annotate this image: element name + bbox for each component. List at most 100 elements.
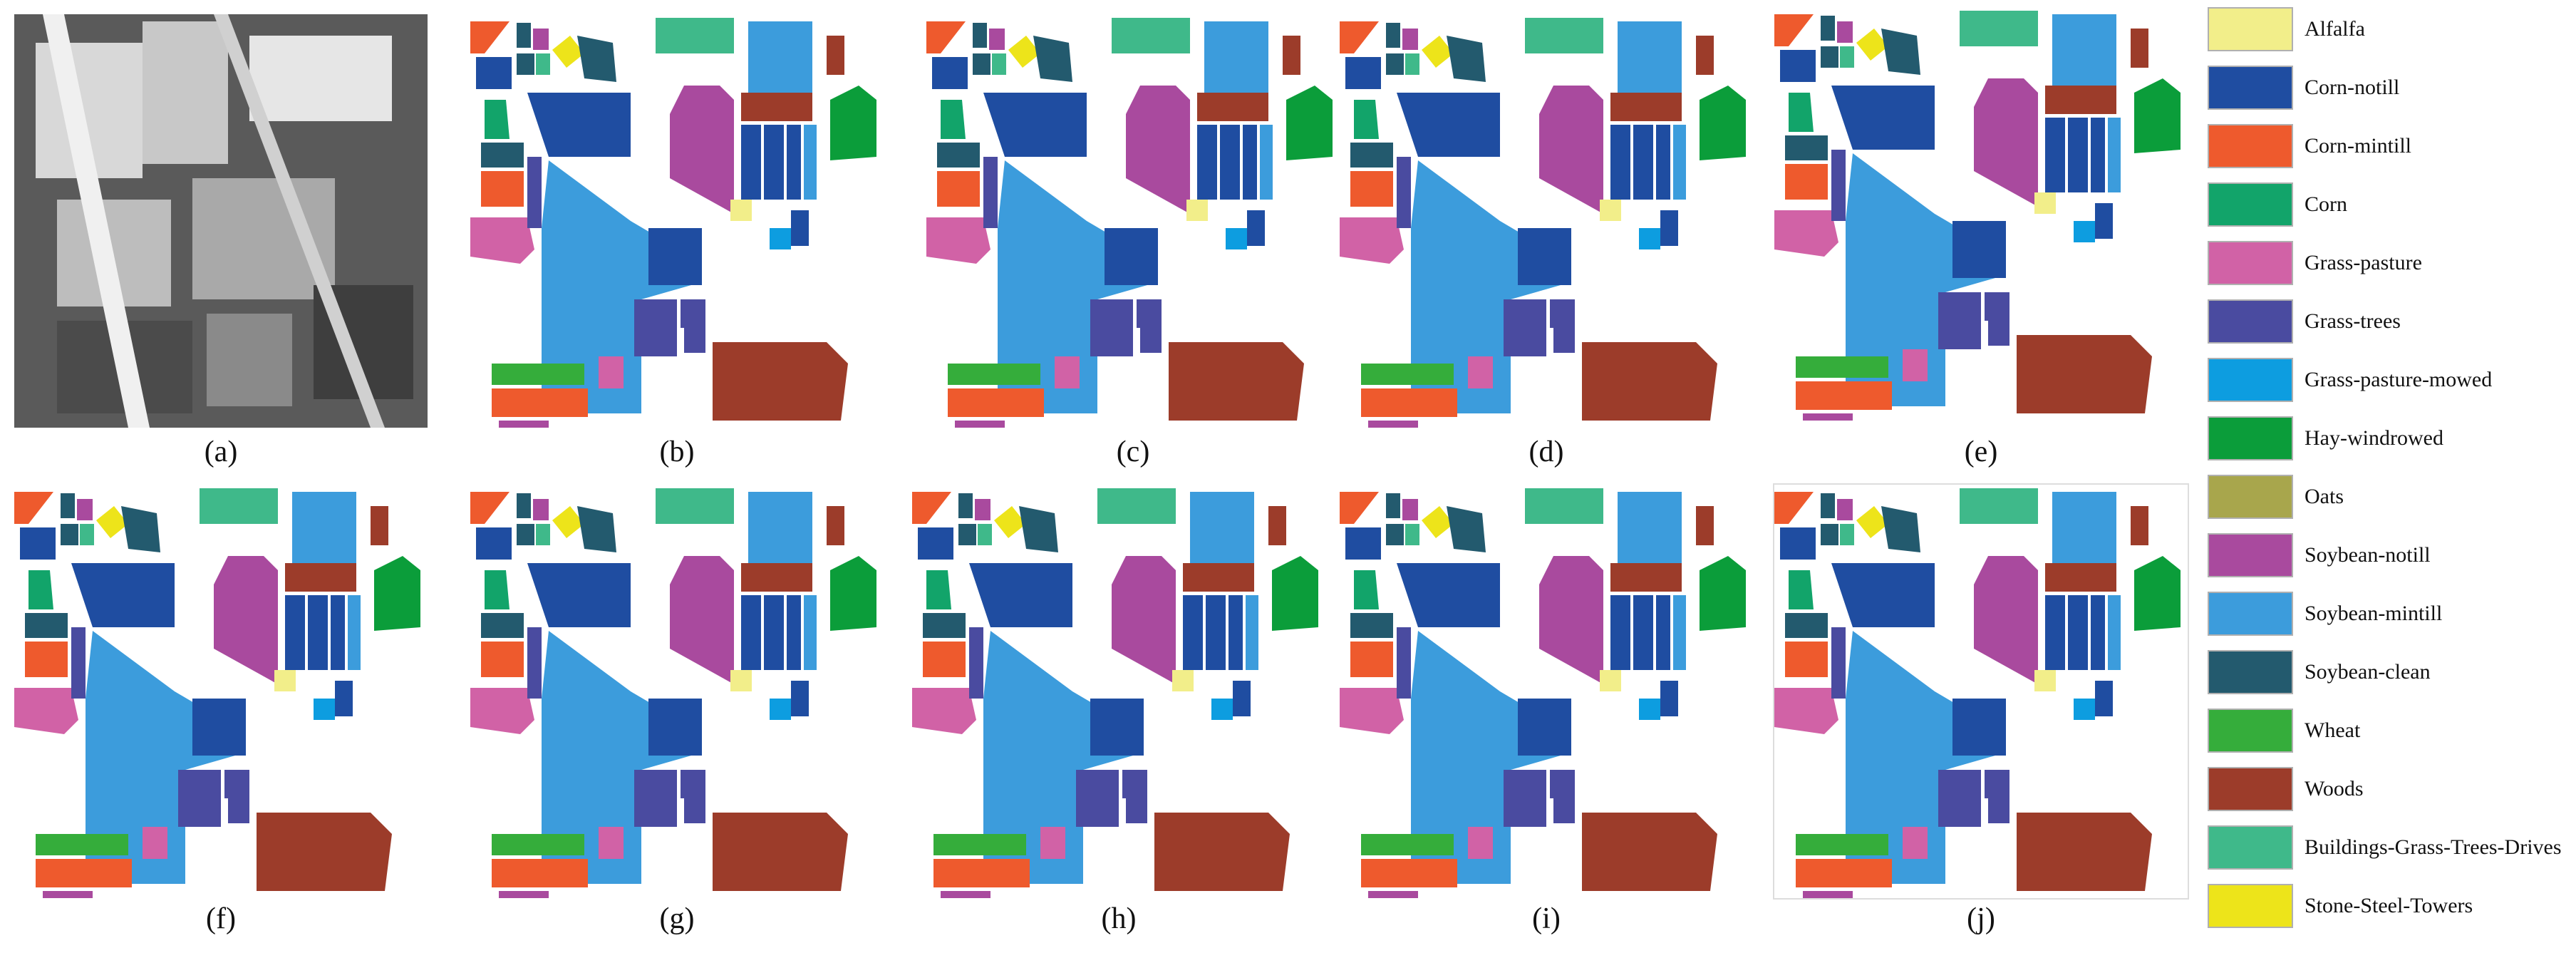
map-region <box>1345 57 1381 89</box>
map-region <box>485 570 509 609</box>
map-region <box>741 93 812 121</box>
map-region <box>983 157 998 228</box>
map-region <box>730 200 752 221</box>
aerial-image <box>14 14 428 428</box>
map-region <box>470 21 509 53</box>
panel-a-aerial-image <box>14 14 428 428</box>
map-region <box>1197 125 1217 200</box>
legend-item-soybean-mintill: Soybean-mintill <box>2208 592 2571 637</box>
legend-label: Wheat <box>2305 718 2361 742</box>
map-region <box>994 506 1026 538</box>
map-region <box>1361 364 1454 385</box>
map-region <box>933 859 1030 887</box>
map-region <box>2108 595 2121 670</box>
map-region <box>2074 221 2095 242</box>
legend-label: Soybean-notill <box>2305 543 2431 567</box>
map-region <box>2108 118 2121 192</box>
map-region <box>314 699 335 720</box>
map-region <box>1840 46 1854 68</box>
legend-swatch <box>2208 416 2293 460</box>
map-region <box>527 627 542 699</box>
map-region <box>748 492 812 563</box>
map-region <box>634 299 677 356</box>
map-region <box>1952 699 2006 756</box>
map-region <box>791 681 809 716</box>
map-region <box>1539 556 1603 684</box>
map-region <box>1903 349 1928 381</box>
map-region <box>1402 499 1418 520</box>
map-region <box>29 570 53 609</box>
map-region <box>292 492 356 563</box>
legend-item-grass-pasture: Grass-pasture <box>2208 241 2571 287</box>
map-region <box>1600 200 1621 221</box>
map-region <box>684 784 705 823</box>
map-region <box>1774 688 1838 734</box>
panel-e-classification-map <box>1774 7 2188 421</box>
map-region <box>1673 595 1686 670</box>
map-region <box>926 21 966 53</box>
map-region <box>1411 631 1561 884</box>
map-region <box>1361 834 1454 855</box>
map-region <box>335 681 353 716</box>
map-region <box>1350 171 1393 207</box>
map-region <box>1660 681 1678 716</box>
legend-item-corn: Corn <box>2208 182 2571 228</box>
map-region <box>1169 342 1304 421</box>
legend-label: Grass-pasture <box>2305 251 2422 274</box>
map-region <box>481 143 524 168</box>
legend-label: Buildings-Grass-Trees-Drives <box>2305 835 2562 859</box>
map-region <box>1368 891 1418 898</box>
map-region <box>492 834 584 855</box>
map-region <box>730 670 752 691</box>
map-region <box>923 642 966 677</box>
map-region <box>1247 210 1265 246</box>
map-region <box>648 699 702 756</box>
map-region <box>1112 556 1176 684</box>
map-region <box>331 595 345 670</box>
map-region <box>1785 135 1828 160</box>
map-region <box>1831 627 1846 699</box>
map-region <box>1340 688 1404 734</box>
map-region <box>1780 527 1816 560</box>
map-region <box>1097 488 1176 524</box>
map-region <box>969 627 983 699</box>
map-region <box>80 524 94 545</box>
map-region <box>25 642 68 677</box>
panel-j-classification-map <box>1773 483 2189 900</box>
map-region <box>969 563 1072 627</box>
map-region <box>1386 524 1404 545</box>
legend-label: Woods <box>2305 777 2364 800</box>
map-region <box>998 160 1147 413</box>
map-region <box>1618 492 1682 563</box>
map-region <box>348 595 361 670</box>
map-region <box>1796 834 1888 855</box>
map-region <box>827 36 844 75</box>
classification-map <box>470 18 876 428</box>
map-region <box>1831 150 1846 221</box>
map-region <box>1468 827 1493 859</box>
legend-swatch <box>2208 358 2293 402</box>
map-region <box>1019 506 1058 552</box>
map-region <box>1361 388 1457 417</box>
map-region <box>1345 527 1381 560</box>
map-region <box>1246 595 1258 670</box>
map-region <box>1988 784 2009 823</box>
map-region <box>933 834 1026 855</box>
map-region <box>499 891 549 898</box>
map-region <box>741 125 761 200</box>
map-region <box>1700 86 1746 160</box>
map-region <box>527 157 542 228</box>
map-region <box>1397 563 1500 627</box>
map-region <box>1397 157 1411 228</box>
map-region <box>713 342 848 421</box>
map-region <box>1126 86 1190 214</box>
map-region <box>1283 36 1300 75</box>
map-region <box>1105 228 1158 285</box>
map-region <box>937 171 980 207</box>
legend-item-corn-mintill: Corn-mintill <box>2208 124 2571 170</box>
map-region <box>470 492 509 524</box>
map-region <box>1090 299 1133 356</box>
map-region <box>1211 699 1233 720</box>
map-region <box>1272 556 1318 631</box>
map-region <box>1633 595 1653 670</box>
